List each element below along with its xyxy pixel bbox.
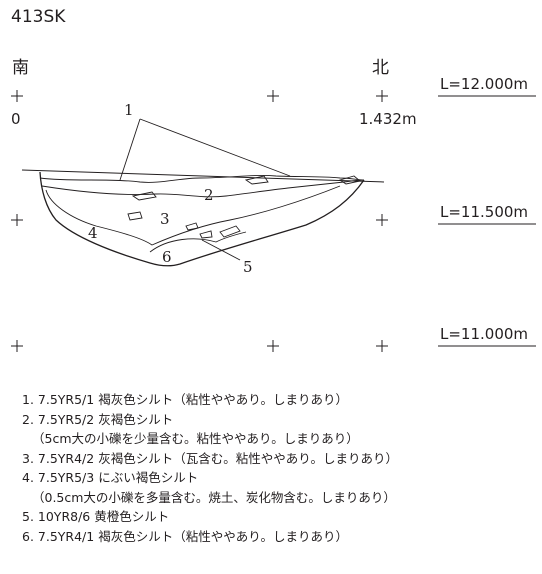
- inclusion: [185, 222, 199, 231]
- grid-cross: [11, 214, 23, 226]
- inclusion: [338, 175, 361, 185]
- grid-cross: [11, 90, 23, 102]
- legend-item-3: 3. 7.5YR4/2 灰褐色シルト（瓦含む。粘性ややあり。しまりあり）: [22, 449, 398, 469]
- layer-boundary-6: [149, 231, 247, 253]
- pit-outline: [39, 171, 365, 267]
- level-label-12000: L=12.000m: [440, 75, 529, 93]
- inclusion: [131, 191, 157, 201]
- direction-north-label: 北: [372, 58, 389, 78]
- legend-item-detail: （5cm大の小礫を少量含む。粘性ややあり。しまりあり）: [32, 431, 359, 446]
- layer-boundary-2: [41, 179, 365, 198]
- grid-cross: [376, 340, 388, 352]
- grid-cross: [376, 214, 388, 226]
- level-label-11500: L=11.500m: [440, 203, 529, 221]
- layer-label-6: 6: [162, 248, 172, 266]
- inclusion: [244, 175, 269, 185]
- distance-start-label: 0: [11, 110, 21, 128]
- layer-label-5: 5: [243, 258, 253, 276]
- grid-cross: [11, 340, 23, 352]
- grid-cross: [376, 90, 388, 102]
- layer-label-1: 1: [124, 101, 134, 119]
- layer-boundary-1: [39, 174, 365, 183]
- grid-cross: [267, 340, 279, 352]
- direction-south-label: 南: [12, 58, 29, 78]
- legend-item-4: 4. 7.5YR5/3 にぶい褐色シルト （0.5cm大の小礫を多量含む。焼土、…: [22, 468, 398, 507]
- layer-label-4: 4: [88, 224, 98, 242]
- layer-boundary-4: [45, 185, 341, 246]
- inclusions: [127, 175, 361, 239]
- legend-item-5: 5. 10YR8/6 黄橙色シルト: [22, 507, 398, 527]
- legend-item-text: 6. 7.5YR4/1 褐灰色シルト（粘性ややあり。しまりあり）: [22, 528, 348, 544]
- layer-label-2: 2: [204, 186, 214, 204]
- legend-item-text: 3. 7.5YR4/2 灰褐色シルト（瓦含む。粘性ややあり。しまりあり）: [22, 450, 398, 466]
- layer-label-3: 3: [160, 210, 170, 228]
- inclusion: [127, 211, 143, 221]
- feature-id: 413SK: [11, 7, 66, 27]
- distance-end-label: 1.432m: [359, 110, 417, 128]
- inclusion: [199, 230, 213, 239]
- layer-legend: 1. 7.5YR5/1 褐灰色シルト（粘性ややあり。しまりあり） 2. 7.5Y…: [22, 390, 398, 546]
- legend-item-6: 6. 7.5YR4/1 褐灰色シルト（粘性ややあり。しまりあり）: [22, 527, 398, 547]
- grid-cross: [267, 90, 279, 102]
- level-label-11000: L=11.000m: [440, 325, 529, 343]
- leader-layer-1: [119, 118, 291, 181]
- ground-surface-line: [21, 169, 385, 183]
- legend-item-2: 2. 7.5YR5/2 灰褐色シルト （5cm大の小礫を少量含む。粘性ややあり。…: [22, 410, 398, 449]
- legend-item-text: 4. 7.5YR5/3 にぶい褐色シルト: [22, 470, 199, 485]
- inclusion: [219, 225, 241, 238]
- legend-item-text: 2. 7.5YR5/2 灰褐色シルト: [22, 411, 174, 427]
- legend-item-text: 1. 7.5YR5/1 褐灰色シルト（粘性ややあり。しまりあり）: [22, 392, 348, 407]
- grid-markers: [11, 90, 388, 352]
- legend-item-1: 1. 7.5YR5/1 褐灰色シルト（粘性ややあり。しまりあり）: [22, 390, 398, 410]
- legend-item-text: 5. 10YR8/6 黄橙色シルト: [22, 509, 170, 524]
- legend-item-detail: （0.5cm大の小礫を多量含む。焼土、炭化物含む。しまりあり）: [32, 489, 396, 505]
- leader-layer-5: [201, 239, 241, 261]
